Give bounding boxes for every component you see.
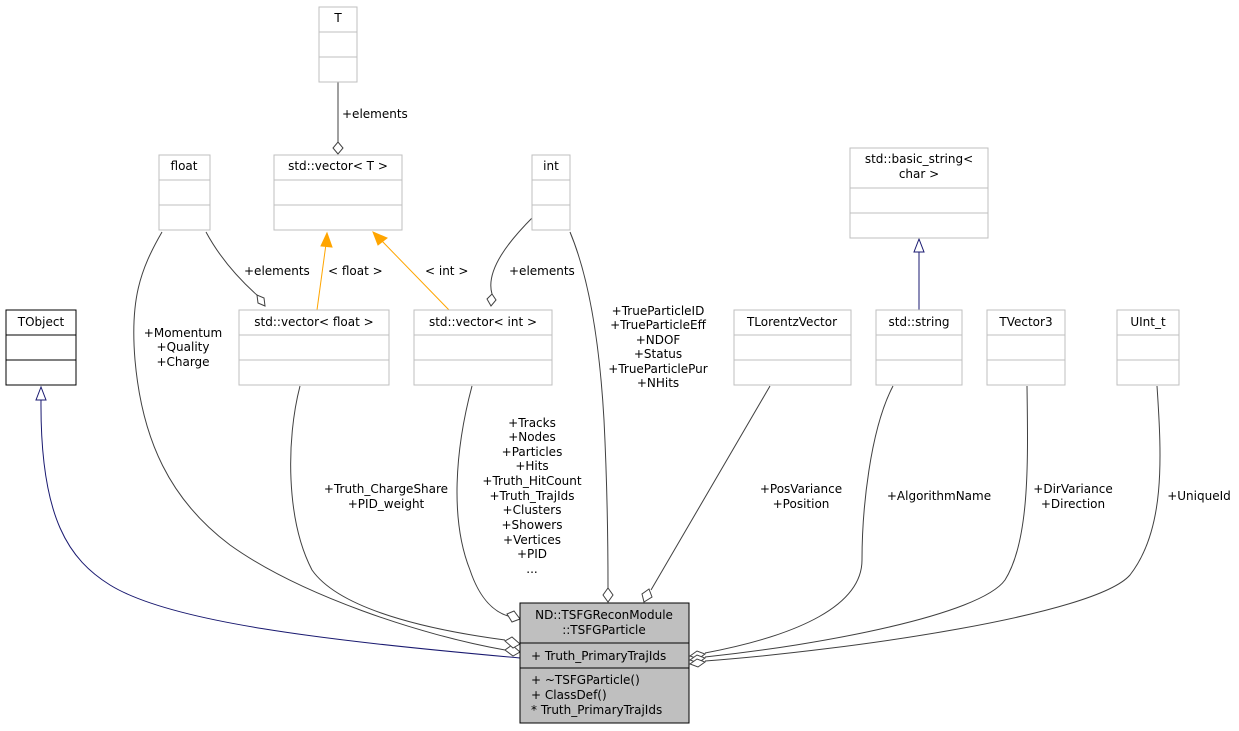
edge-template-float: [316, 243, 327, 311]
label-T-elements: +elements: [342, 107, 408, 121]
edge-T-vectorT-diamond: [332, 141, 344, 155]
label-ellipsis: ...: [526, 562, 537, 576]
edge-template-int-arrow: [372, 231, 388, 246]
label-particles: +Particles: [502, 445, 563, 459]
node-main-class[interactable]: ND::TSFGReconModule ::TSFGParticle + Tru…: [519, 602, 690, 724]
node-basic-string-title-1: std::basic_string<: [865, 152, 973, 166]
node-vector-int[interactable]: std::vector< int >: [413, 309, 553, 386]
node-int[interactable]: int: [531, 154, 571, 231]
label-hits: +Hits: [515, 459, 548, 473]
label-lorentz-members: +PosVariance +Position: [760, 482, 842, 511]
edge-float-vectorfloat-diamond: [256, 294, 266, 307]
node-tobject[interactable]: TObject: [5, 309, 77, 386]
node-float[interactable]: float: [158, 154, 211, 231]
label-truth-hitcount: +Truth_HitCount: [482, 474, 581, 488]
label-trueparticleid: +TrueParticleID: [612, 304, 705, 318]
label-nhits: +NHits: [637, 376, 679, 390]
node-float-title: float: [171, 159, 198, 173]
node-uint-title: UInt_t: [1130, 315, 1166, 329]
label-pid-weight: +PID_weight: [348, 497, 425, 511]
node-tvector3-title: TVector3: [998, 315, 1052, 329]
label-dirvariance: +DirVariance: [1033, 482, 1112, 496]
label-position: +Position: [773, 497, 830, 511]
label-vectorint-members: +Tracks +Nodes +Particles +Hits +Truth_H…: [482, 416, 581, 576]
edge-float-vectorfloat: [205, 231, 259, 297]
node-basic-string-title-2: char >: [899, 167, 939, 181]
node-uint[interactable]: UInt_t: [1116, 309, 1180, 386]
label-pid: +PID: [517, 547, 547, 561]
node-basic-string[interactable]: std::basic_string< char >: [849, 147, 989, 239]
node-vector-int-title: std::vector< int >: [429, 315, 537, 329]
label-vertices: +Vertices: [503, 533, 561, 547]
node-main-method-classdef: + ClassDef(): [531, 688, 607, 702]
edge-uint-main: [704, 385, 1161, 662]
label-template-float: < float >: [328, 264, 383, 278]
label-clusters: +Clusters: [503, 503, 562, 517]
node-vector-float[interactable]: std::vector< float >: [238, 309, 390, 386]
label-truth-chargeshare: +Truth_ChargeShare: [324, 482, 448, 496]
edge-int-vectorint-diamond: [486, 293, 497, 307]
edge-tobject-main-arrow: [35, 385, 47, 401]
node-string-title: std::string: [888, 315, 949, 329]
edge-vector3-main: [704, 385, 1028, 658]
node-tvector3[interactable]: TVector3: [986, 309, 1066, 386]
label-vector3-members: +DirVariance +Direction: [1033, 482, 1112, 511]
node-main-title-1: ND::TSFGReconModule: [535, 608, 673, 622]
label-momentum: +Momentum: [144, 326, 222, 340]
edge-lorentz-main: [650, 385, 771, 591]
edge-vectorfloat-main-diamond: [504, 636, 521, 649]
edge-uint-main-diamond: [688, 658, 707, 668]
node-T-title: T: [333, 11, 342, 25]
node-vector-float-title: std::vector< float >: [254, 315, 373, 329]
edge-float-main: [133, 231, 506, 651]
label-status: +Status: [634, 347, 682, 361]
node-tlorentzvector-title: TLorentzVector: [746, 315, 837, 329]
label-charge: +Charge: [156, 355, 209, 369]
edge-string-main: [704, 385, 894, 654]
edge-basicstring-string-arrow: [913, 237, 925, 253]
node-vector-T[interactable]: std::vector< T >: [273, 154, 403, 231]
node-tlorentzvector[interactable]: TLorentzVector: [733, 309, 852, 386]
edge-template-int: [380, 239, 450, 311]
edge-vectorfloat-main: [290, 385, 506, 641]
edge-int-main-diamond: [602, 587, 614, 603]
edge-lorentz-main-diamond: [641, 588, 653, 603]
label-direction: +Direction: [1041, 497, 1105, 511]
node-int-title: int: [543, 159, 559, 173]
label-ndof: +NDOF: [636, 333, 681, 347]
edge-int-main: [569, 231, 609, 589]
label-quality: +Quality: [157, 340, 210, 354]
node-main-title-2: ::TSFGParticle: [562, 623, 646, 637]
node-main-attribute: + Truth_PrimaryTrajIds: [531, 649, 666, 663]
label-trueparticlepur: +TrueParticlePur: [608, 362, 708, 376]
edge-template-float-arrow: [320, 231, 333, 248]
label-int-members: +TrueParticleID +TrueParticleEff +NDOF +…: [608, 304, 708, 390]
label-uniqueid: +UniqueId: [1167, 489, 1231, 503]
label-showers: +Showers: [501, 518, 562, 532]
label-float-elements: +elements: [244, 264, 310, 278]
edge-vectorint-main-diamond: [506, 610, 521, 623]
node-T[interactable]: T: [318, 6, 358, 83]
edge-vectorint-main: [456, 385, 509, 617]
edge-tobject-main: [40, 399, 521, 659]
label-posvariance: +PosVariance: [760, 482, 842, 496]
label-vectorfloat-members: +Truth_ChargeShare +PID_weight: [324, 482, 448, 511]
node-main-method-destructor: + ~TSFGParticle(): [531, 673, 640, 687]
label-int-elements: +elements: [509, 264, 575, 278]
edge-int-vectorint: [490, 216, 534, 295]
node-vector-T-title: std::vector< T >: [288, 159, 388, 173]
node-main-method-truth-primarytrajids: * Truth_PrimaryTrajIds: [531, 703, 662, 717]
label-algorithmname: +AlgorithmName: [887, 489, 991, 503]
label-truth-trajids: +Truth_TrajIds: [489, 489, 574, 503]
label-trueparticleeff: +TrueParticleEff: [610, 318, 706, 332]
node-string[interactable]: std::string: [875, 309, 963, 386]
label-nodes: +Nodes: [508, 430, 556, 444]
label-tracks: +Tracks: [508, 416, 556, 430]
label-template-int: < int >: [425, 264, 468, 278]
node-tobject-title: TObject: [17, 315, 65, 329]
label-float-members: +Momentum +Quality +Charge: [144, 326, 222, 369]
